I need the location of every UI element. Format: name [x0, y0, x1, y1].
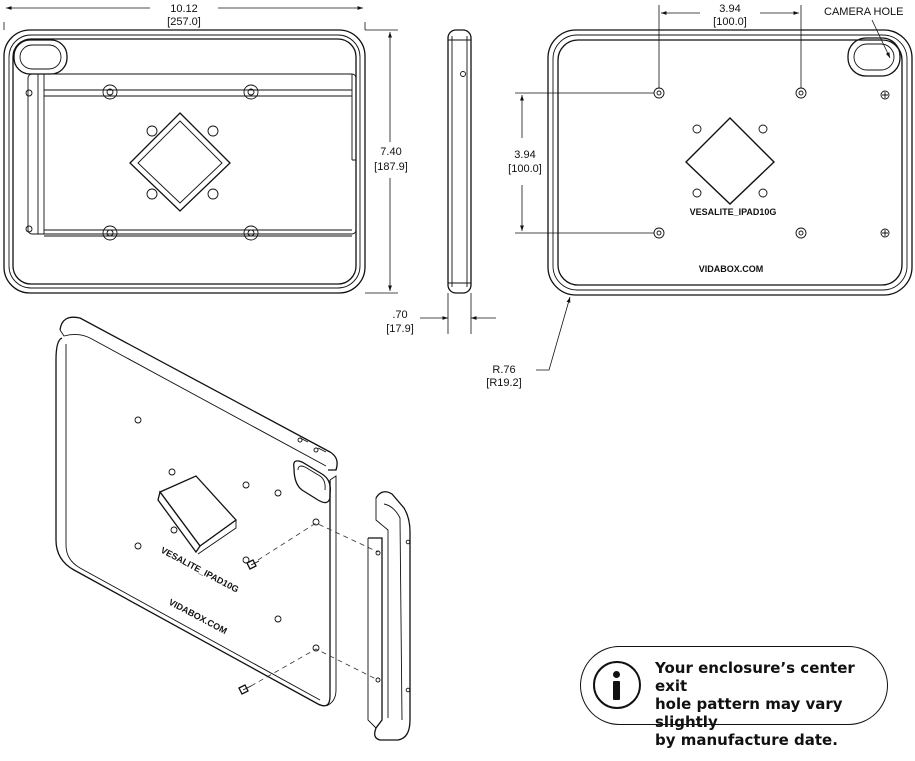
isometric-view: VESALITE_IPAD10G VIDABOX.COM [55, 316, 411, 741]
back-model-label: VESALITE_IPAD10G [690, 207, 777, 217]
hole-v-mm-label: [100.0] [508, 163, 542, 175]
corner-radius-callout: R.76 [R19.2] [486, 296, 571, 389]
screw-icon-upper [246, 559, 260, 570]
info-icon [593, 661, 641, 709]
height-dimension: 7.40 [187.9] [374, 32, 408, 291]
info-note: Your enclosure’s center exit hole patter… [580, 646, 888, 749]
iso-brand-label: VIDABOX.COM [167, 597, 229, 636]
screw-icon-lower [238, 684, 252, 695]
width-dimension: 10.12 [257.0] [6, 3, 363, 28]
radius-mm-label: [R19.2] [486, 377, 521, 389]
width-in-label: 10.12 [170, 3, 198, 15]
side-view: .70 [17.9] [386, 29, 496, 335]
height-in-label: 7.40 [380, 146, 401, 158]
depth-in-label: .70 [392, 309, 407, 321]
width-mm-label: [257.0] [167, 16, 201, 28]
back-view: VESALITE_IPAD10G VIDABOX.COM [547, 29, 913, 296]
camera-hole-label: CAMERA HOLE [824, 6, 903, 18]
info-note-text: Your enclosure’s center exit hole patter… [655, 659, 855, 749]
front-view [3, 22, 398, 294]
hole-v-in-label: 3.94 [514, 149, 535, 161]
hole-h-in-label: 3.94 [719, 3, 740, 15]
back-brand-label: VIDABOX.COM [699, 264, 764, 274]
hole-spacing-horizontal-dimension: 3.94 [100.0] [658, 3, 802, 88]
camera-hole-callout: CAMERA HOLE [824, 6, 903, 59]
height-mm-label: [187.9] [374, 161, 408, 173]
depth-mm-label: [17.9] [386, 323, 414, 335]
hole-h-mm-label: [100.0] [713, 16, 747, 28]
hole-spacing-vertical-dimension: 3.94 [100.0] [508, 92, 654, 234]
radius-in-label: R.76 [492, 364, 515, 376]
